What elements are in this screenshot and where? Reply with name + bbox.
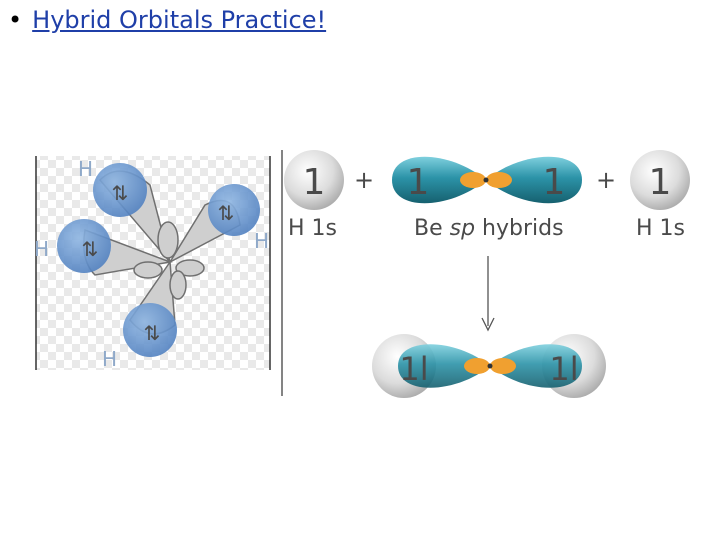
h1s-right-number: 1 [649,162,672,203]
be-right-number: 1 [543,162,566,203]
label-be-suffix: hybrids [475,216,564,241]
be-small-lobe-right [486,172,512,188]
sp3-orbital-figure: ⇅ ⇅ ⇅ ⇅ H H H H [34,156,271,371]
slide-title-line: • Hybrid Orbitals Practice! [8,6,326,34]
be-small-lobe-left [460,172,486,188]
electron-pair-right: ⇅ [218,201,235,225]
be-sp-lobe-right [486,156,582,204]
h-label-top: H [78,157,93,181]
h-label-bottom: H [102,347,117,371]
h-sphere-right [208,184,260,236]
small-lobe-1 [157,221,179,259]
electron-pair-top: ⇅ [112,181,129,205]
h-sphere-top [93,163,147,217]
electron-pair-left: ⇅ [82,237,99,261]
h-label-right: H [254,229,269,253]
be-left-number: 1 [407,162,430,203]
be-sp-lobe-left [392,156,486,204]
plus-sign-left: + [354,166,374,194]
bonded-be-lobe-right [490,344,582,388]
electron-pair-bottom: ⇅ [144,321,161,345]
sp-hybrid-figure: 1 + 1 1 + 1 H 1s Be sp hybrids H 1s 1l 1… [284,150,690,398]
label-be-sp: sp [450,216,475,241]
h1s-sphere-left [284,150,344,210]
bonded-pair-left: 1l [399,350,428,388]
bonded-small-lobe-left [464,358,490,374]
h-sphere-bottom [123,303,177,357]
label-h1s-right: H 1s [636,216,685,241]
h1s-left-number: 1 [303,162,326,203]
label-be-prefix: Be [414,216,450,241]
label-be-sp-hybrids: Be sp hybrids [414,216,564,241]
hybrid-orbitals-link[interactable]: Hybrid Orbitals Practice! [32,6,327,34]
h-sphere-left [57,219,111,273]
bonded-be-nucleus [487,363,493,369]
bullet-point: • [8,6,23,34]
be-nucleus [483,177,489,183]
reaction-arrow-head [481,317,495,332]
bonded-small-lobe-right [490,358,516,374]
h1s-sphere-right [630,150,690,210]
small-lobe-3 [133,261,163,279]
plus-sign-right: + [596,166,616,194]
bonded-pair-right: 1l [549,350,578,388]
h-label-left: H [34,237,49,261]
small-lobe-2 [175,259,205,277]
label-h1s-left: H 1s [288,216,337,241]
small-lobe-4 [169,270,187,300]
bonded-be-lobe-left [398,344,490,388]
